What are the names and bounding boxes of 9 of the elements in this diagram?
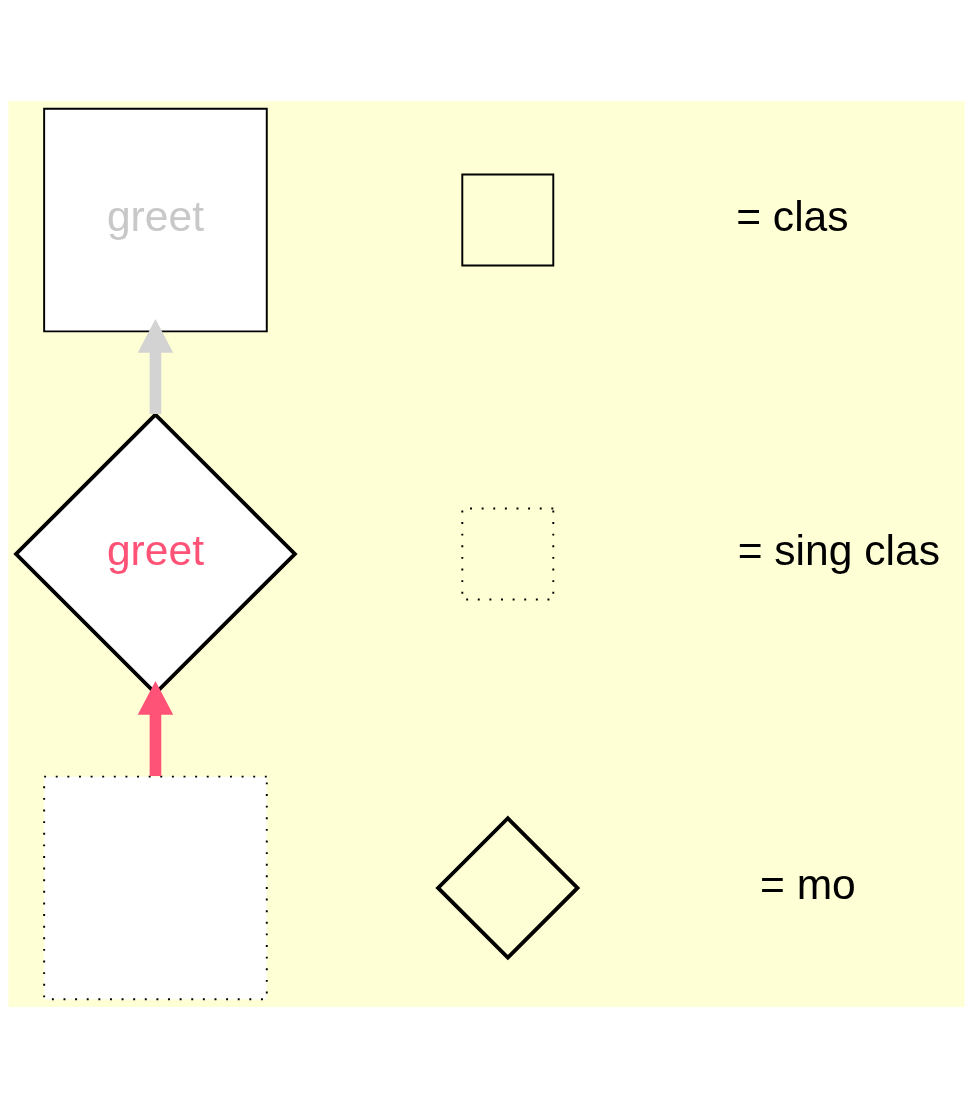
legend-label: = clas	[736, 191, 849, 240]
node-box	[461, 507, 555, 601]
arrow	[137, 681, 174, 777]
node-box	[43, 775, 268, 1001]
node-diamond	[435, 815, 581, 961]
legend-label: = sing clas	[737, 525, 941, 574]
node-box	[461, 173, 555, 267]
legend-label: = mo	[759, 859, 856, 908]
arrow	[137, 318, 174, 414]
